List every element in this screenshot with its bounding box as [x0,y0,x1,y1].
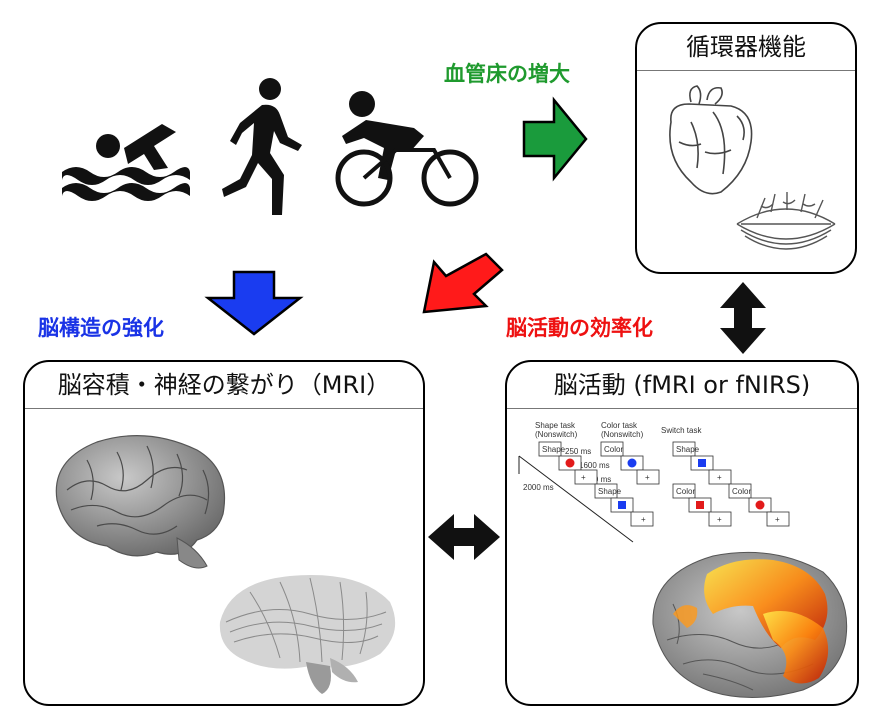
task-paradigm: Shape task (Nonswitch) Color task (Nonsw… [518,421,790,543]
swimmer-icon [62,124,190,201]
brain-structure-label: 脳構造の強化 [38,316,164,340]
red-square-stim [696,501,704,509]
mri-box-title: 脳容積・神経の繋がり（MRI） [25,362,423,409]
vessel-icon [736,192,836,250]
mri-box: 脳容積・神経の繋がり（MRI） [23,360,425,706]
plus-2: + [641,515,646,524]
black-arrow-vertical [720,282,766,354]
color-task-label: Color task [601,421,638,430]
nonswitch2-label: (Nonswitch) [601,430,644,439]
activation-brain-icon [652,551,848,698]
plus-3: + [645,473,650,482]
runner-icon [222,78,302,215]
plus-1: + [581,473,586,482]
blue-square-stim-1 [698,459,706,467]
blue-arrow-down [204,270,304,336]
shape-cue-3: Shape [598,487,622,496]
shape-cue-1: Shape [542,445,566,454]
blue-circle-stim [627,458,637,468]
plus-5: + [717,515,722,524]
vascular-bed-label: 血管床の増大 [444,62,570,86]
activity-box: 脳活動 (fMRI or fNIRS) Shape task (Nonswitc… [505,360,859,706]
circulatory-box-title: 循環器機能 [637,24,855,71]
heart-icon [669,85,753,195]
plus-6: + [775,515,780,524]
cyclist-icon [335,91,479,207]
brain-icon [55,435,226,569]
switch-task-label: Switch task [661,426,702,435]
green-arrow-right [522,96,588,182]
t150-label: 150 ms [585,475,611,484]
shape-cue-2: Shape [676,445,700,454]
color-cue-1: Color [604,445,623,454]
red-arrow-diagonal [422,252,504,314]
tractography-icon [219,575,396,694]
t1600-label: 1600 ms [579,461,610,470]
color-cue-2: Color [676,487,695,496]
shape-task-label: Shape task [535,421,576,430]
red-circle-stim-1 [565,458,575,468]
blue-square-stim-2 [618,501,626,509]
color-cue-3: Color [732,487,751,496]
black-arrow-horizontal [428,514,500,560]
activity-box-title: 脳活動 (fMRI or fNIRS) [507,362,857,409]
red-circle-stim-2 [755,500,765,510]
brain-activity-efficiency-label: 脳活動の効率化 [506,316,653,340]
nonswitch1-label: (Nonswitch) [535,430,578,439]
plus-4: + [717,473,722,482]
t250-label: 250 ms [565,447,591,456]
circulatory-box: 循環器機能 [635,22,857,274]
t2000-label: 2000 ms [523,483,554,492]
